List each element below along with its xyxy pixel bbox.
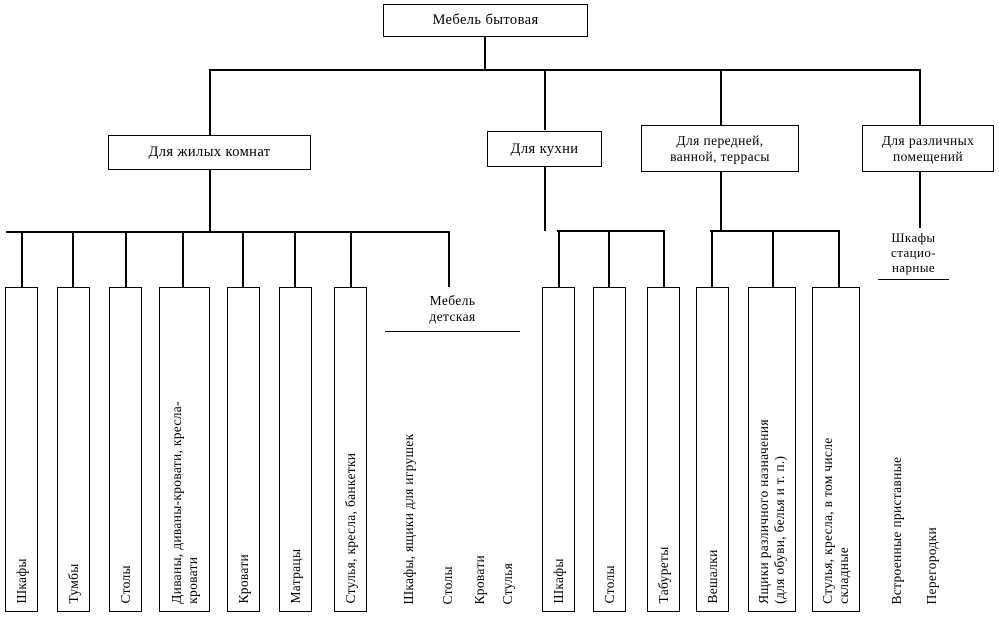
leaf-children-2: Кровати [464, 332, 495, 612]
connector-kitchen-bus [557, 230, 665, 233]
leaf-children-1: Столы [432, 332, 464, 612]
leaf-children-0-label: Шкафы, ящики для игрушек [400, 434, 416, 605]
connector-living-bus [6, 231, 450, 234]
leaf-living-5: Матрацы [279, 287, 312, 612]
connector-living-leaf-2 [125, 231, 127, 287]
connector-living-leaf-0 [21, 231, 23, 287]
connector-root-drop [484, 37, 487, 70]
level2-node-living-label: Для жилых комнат [148, 144, 271, 161]
leaf-children-2-label: Кровати [471, 555, 487, 605]
connector-kitchen-leaf-1 [608, 230, 610, 287]
connector-living-leaf-6 [350, 231, 352, 287]
leaf-kitchen-1: Столы [593, 287, 626, 612]
leaf-living-6-label: Стулья, кресла, банкетки [342, 453, 358, 604]
connector-living-drop [209, 170, 211, 232]
leaf-hall-1: Ящики различного назначения (для обуви, … [748, 287, 796, 612]
leaf-living-1: Тумбы [57, 287, 90, 612]
leaf-living-2-label: Столы [117, 565, 133, 604]
leaf-kitchen-1-label: Столы [601, 565, 617, 604]
connector-living-leaf-1 [72, 231, 74, 287]
level2-node-hall-label: Для передней,ванной, террасы [670, 132, 770, 164]
leaf-children-0: Шкафы, ящики для игрушек [385, 332, 432, 612]
root-node: Мебель бытовая [383, 4, 588, 37]
level2-node-hall: Для передней,ванной, террасы [641, 125, 799, 172]
leaf-children-3: Стулья [495, 332, 520, 612]
leaf-living-4-label: Кровати [235, 554, 251, 604]
leaf-kitchen-2: Табуреты [647, 287, 680, 612]
leaf-living-3: Диваны, диваны-кровати, кресла- кровати [159, 287, 210, 612]
connector-hall-leaf-2 [838, 230, 840, 287]
leaf-hall-2-label: Стулья, кресла, в том числе складные [820, 437, 851, 604]
leaf-living-4: Кровати [227, 287, 260, 612]
leaf-kitchen-0: Шкафы [542, 287, 575, 612]
connector-living-leaf-4 [242, 231, 244, 287]
level2-node-kitchen: Для кухни [487, 131, 602, 167]
leaf-children-1-label: Столы [440, 566, 456, 605]
leaf-children-3-label: Стулья [499, 563, 515, 605]
leaf-living-1-label: Тумбы [65, 563, 81, 604]
connector-hall-bus [710, 230, 840, 233]
leaf-hall-0: Вешалки [696, 287, 729, 612]
leaf-various-0-label: Встроенные приставные [888, 457, 904, 605]
connector-kitchen-drop [544, 167, 546, 231]
connector-hall-leaf-0 [711, 230, 713, 287]
leaf-living-5-label: Матрацы [287, 549, 303, 604]
leaf-hall-1-label: Ящики различного назначения (для обуви, … [756, 419, 787, 604]
leaf-living-6: Стулья, кресла, банкетки [334, 287, 367, 612]
leaf-various-0: Встроенные приставные [878, 280, 915, 612]
connector-kitchen-leaf-0 [558, 230, 560, 287]
leaf-living-3-label: Диваны, диваны-кровати, кресла- кровати [168, 401, 200, 604]
level2-node-kitchen-label: Для кухни [510, 140, 579, 157]
connector-kitchen-leaf-2 [663, 230, 665, 287]
connector-drop-living [209, 69, 211, 135]
level2-node-living: Для жилых комнат [108, 135, 311, 170]
connector-various-drop [919, 172, 921, 229]
leaf-living-0: Шкафы [5, 287, 38, 612]
leaf-hall-2: Стулья, кресла, в том числе складные [812, 287, 860, 612]
connector-hall-drop [720, 172, 722, 231]
connector-level2-bus [209, 69, 921, 71]
leaf-various-1-label: Перегородки [924, 527, 940, 606]
leaf-kitchen-2-label: Табуреты [655, 546, 671, 604]
leaf-hall-0-label: Вешалки [704, 549, 720, 604]
leaf-various-1: Перегородки [915, 280, 949, 612]
connector-hall-leaf-1 [772, 230, 774, 287]
leaf-kitchen-0-label: Шкафы [550, 558, 566, 604]
root-node-label: Мебель бытовая [432, 12, 539, 29]
connector-children-group-drop [448, 231, 450, 287]
connector-living-leaf-3 [182, 231, 184, 287]
connector-living-leaf-5 [294, 231, 296, 287]
leaf-living-2: Столы [109, 287, 142, 612]
leaf-living-0-label: Шкафы [13, 558, 29, 604]
connector-drop-kitchen [544, 69, 546, 130]
connector-drop-various [919, 69, 921, 125]
connector-drop-hall [720, 69, 722, 125]
